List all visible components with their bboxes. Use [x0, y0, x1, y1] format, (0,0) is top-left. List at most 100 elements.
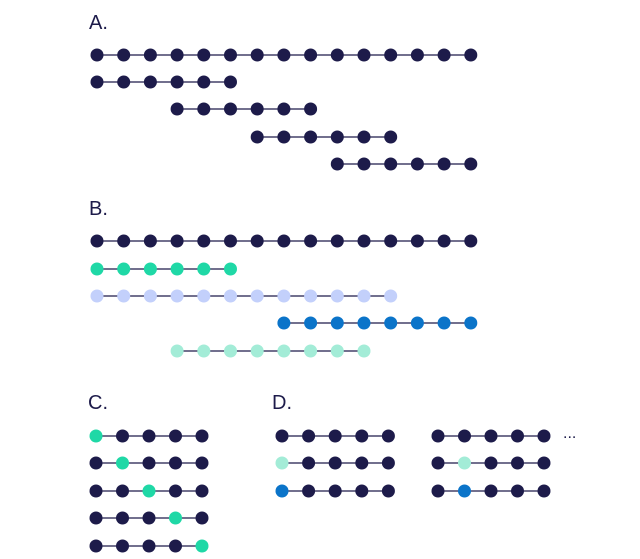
sequence-dot	[277, 316, 291, 330]
sequence-dot	[142, 429, 156, 443]
panel-a-label: A.	[89, 12, 108, 34]
sequence-dot	[355, 429, 369, 443]
sequence-dot	[384, 289, 398, 303]
sequence-dot	[384, 234, 398, 248]
sequence-dot	[195, 511, 209, 525]
sequence-dot	[224, 75, 237, 89]
sequence-dot	[195, 539, 209, 553]
sequence-dot	[511, 429, 524, 443]
sequence-dot	[142, 484, 156, 498]
sequence-dot	[90, 75, 104, 89]
panel-b-row-4	[277, 316, 478, 330]
sequence-dot	[89, 539, 103, 553]
sequence-dot	[197, 102, 211, 116]
sequence-dot	[224, 344, 237, 358]
sequence-dot	[250, 130, 264, 144]
sequence-dot	[170, 102, 184, 116]
sequence-dot	[117, 75, 131, 89]
sequence-dot	[304, 344, 318, 358]
sequence-dot	[195, 429, 209, 443]
sequence-dot	[437, 234, 451, 248]
sequence-dot	[197, 48, 211, 62]
sequence-dot	[304, 48, 318, 62]
sequence-dot	[357, 344, 371, 358]
panel-c-row-1	[89, 429, 209, 443]
sequence-dot	[302, 429, 316, 443]
sequence-dot	[250, 344, 264, 358]
sequence-dot	[169, 484, 182, 498]
sequence-dot	[381, 429, 395, 443]
sequence-dot	[431, 429, 445, 443]
sequence-dot	[143, 48, 157, 62]
panel-c-row-2	[89, 456, 209, 470]
sequence-dot	[537, 456, 551, 470]
sequence-dot	[277, 102, 291, 116]
sequence-dot	[328, 429, 342, 443]
panel-d-right-row-3	[431, 484, 551, 498]
sequence-dot	[277, 344, 291, 358]
sequence-dot	[384, 130, 398, 144]
sequence-dot	[169, 511, 182, 525]
sequence-dot	[357, 157, 371, 171]
sequence-dot	[464, 157, 478, 171]
sequence-dot	[117, 234, 131, 248]
sequence-dot	[89, 456, 103, 470]
sequence-dot	[224, 289, 237, 303]
sequence-dot	[328, 456, 342, 470]
panel-a-row-3	[170, 102, 318, 116]
panel-d-label: D.	[272, 392, 292, 414]
panel-b-row-2	[90, 262, 237, 276]
sequence-dot	[275, 429, 289, 443]
sequence-dot	[330, 130, 344, 144]
sequence-dot	[511, 456, 524, 470]
sequence-dot	[142, 539, 156, 553]
sequence-dot	[277, 48, 291, 62]
sequence-dot	[484, 484, 498, 498]
sequence-dot	[302, 484, 316, 498]
sequence-dot	[197, 289, 211, 303]
sequence-dot	[250, 234, 264, 248]
sequence-dot	[330, 316, 344, 330]
sequence-dot	[170, 48, 184, 62]
sequence-dot	[357, 289, 371, 303]
sequence-dot	[275, 484, 289, 498]
sequence-dot	[304, 316, 318, 330]
sequence-dot	[328, 484, 342, 498]
sequence-dot	[143, 289, 157, 303]
sequence-dot	[304, 234, 318, 248]
sequence-dot	[197, 262, 211, 276]
panel-b-row-3	[90, 289, 398, 303]
sequence-dot	[195, 456, 209, 470]
sequence-dot	[197, 234, 211, 248]
sequence-dot	[410, 48, 424, 62]
sequence-dot	[170, 289, 184, 303]
sequence-dot	[410, 234, 424, 248]
sequence-dot	[275, 456, 289, 470]
sequence-dot	[117, 48, 131, 62]
sequence-dot	[537, 484, 551, 498]
panel-d-right-row-1	[431, 429, 551, 443]
sequence-dot	[484, 429, 498, 443]
sequence-dot	[458, 484, 471, 498]
sequence-dot	[511, 484, 524, 498]
panel-c-row-5	[89, 539, 209, 553]
sequence-dot	[357, 130, 371, 144]
sequence-dot	[384, 157, 398, 171]
sequence-dot	[117, 289, 131, 303]
sequence-dot	[197, 75, 211, 89]
sequence-dot	[357, 316, 371, 330]
sequence-dot	[437, 157, 451, 171]
sequence-dot	[224, 234, 237, 248]
sequence-dot	[116, 456, 129, 470]
sequence-dot	[357, 48, 371, 62]
sequence-dot	[484, 456, 498, 470]
sequence-dot	[116, 539, 129, 553]
sequence-dot	[464, 48, 478, 62]
panel-a-row-1	[90, 48, 478, 62]
panel-c-row-4	[89, 511, 209, 525]
panel-a-row-5	[330, 157, 478, 171]
sequence-dot	[195, 484, 209, 498]
sequence-dot	[431, 484, 445, 498]
sequence-dot	[250, 289, 264, 303]
